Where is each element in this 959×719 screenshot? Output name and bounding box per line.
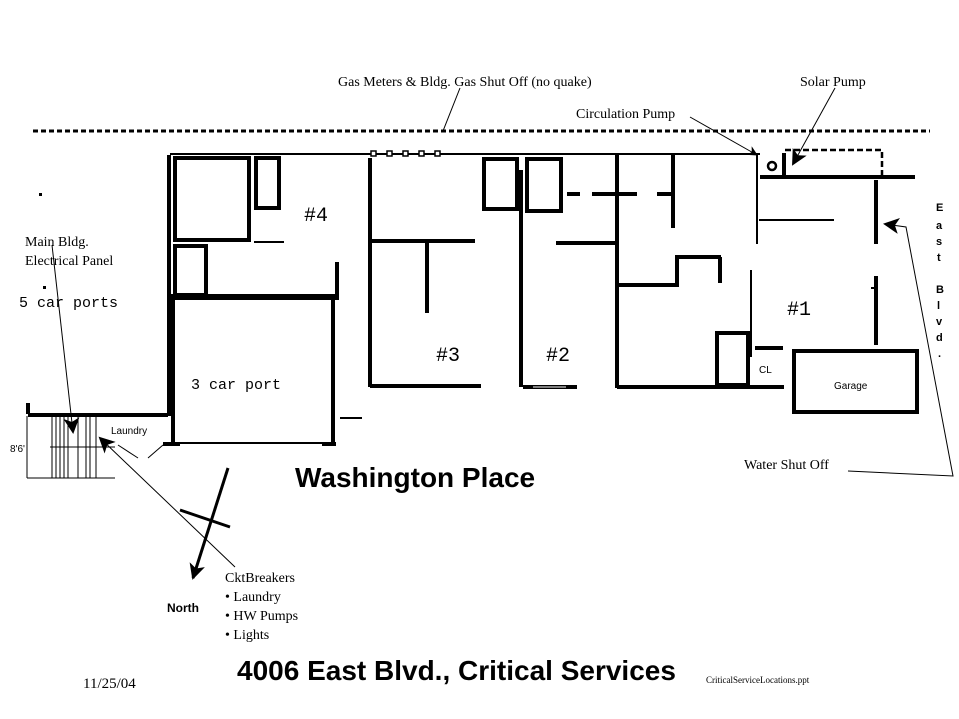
svg-text:E: E <box>936 202 943 214</box>
north-arrow-icon <box>179 467 231 580</box>
east-blvd-label: E a s t B l v d . <box>936 202 944 360</box>
gas-meters-icon <box>370 150 441 157</box>
five-car-ports-label: 5 car ports <box>19 295 118 312</box>
ckt-breakers-title: CktBreakers <box>225 571 295 586</box>
leader-lines <box>51 87 954 568</box>
ckt-item: • Laundry <box>225 590 281 605</box>
solar-pump-label: Solar Pump <box>800 75 866 90</box>
svg-text:.: . <box>938 348 941 360</box>
building-walls <box>26 148 919 479</box>
main-panel-label-1: Main Bldg. <box>25 235 89 250</box>
slide-title: 4006 East Blvd., Critical Services <box>237 655 676 686</box>
svg-text:a: a <box>936 220 943 232</box>
svg-text:B: B <box>936 284 944 296</box>
dimension-label: 8'6' <box>10 444 25 455</box>
solar-pump-outline <box>785 148 884 176</box>
water-shut-off-label: Water Shut Off <box>744 458 829 473</box>
unit-1-label: #1 <box>787 299 811 322</box>
svg-text:t: t <box>937 252 941 264</box>
north-label: North <box>167 601 199 615</box>
svg-text:d: d <box>936 332 943 344</box>
garage-outline <box>792 349 919 414</box>
garage-label: Garage <box>834 381 868 392</box>
circulation-pump-label: Circulation Pump <box>576 107 675 122</box>
unit-4-label: #4 <box>304 205 328 228</box>
unit-3-label: #3 <box>436 345 460 368</box>
laundry-label: Laundry <box>111 426 147 437</box>
ckt-item: • HW Pumps <box>225 609 298 624</box>
svg-text:v: v <box>936 316 943 328</box>
filename-label: CriticalServiceLocations.ppt <box>706 675 810 685</box>
unit-2-label: #2 <box>546 345 570 368</box>
washington-place-label: Washington Place <box>295 462 535 493</box>
main-panel-label-2: Electrical Panel <box>25 254 113 269</box>
gas-meters-label: Gas Meters & Bldg. Gas Shut Off (no quak… <box>338 75 592 90</box>
ckt-item: • Lights <box>225 628 269 643</box>
svg-text:s: s <box>936 236 942 248</box>
svg-text:l: l <box>937 300 940 312</box>
circulation-pump-icon <box>766 160 778 172</box>
three-car-port-label: 3 car port <box>191 377 281 394</box>
closet-label: CL <box>759 365 772 376</box>
date-label: 11/25/04 <box>83 676 136 692</box>
